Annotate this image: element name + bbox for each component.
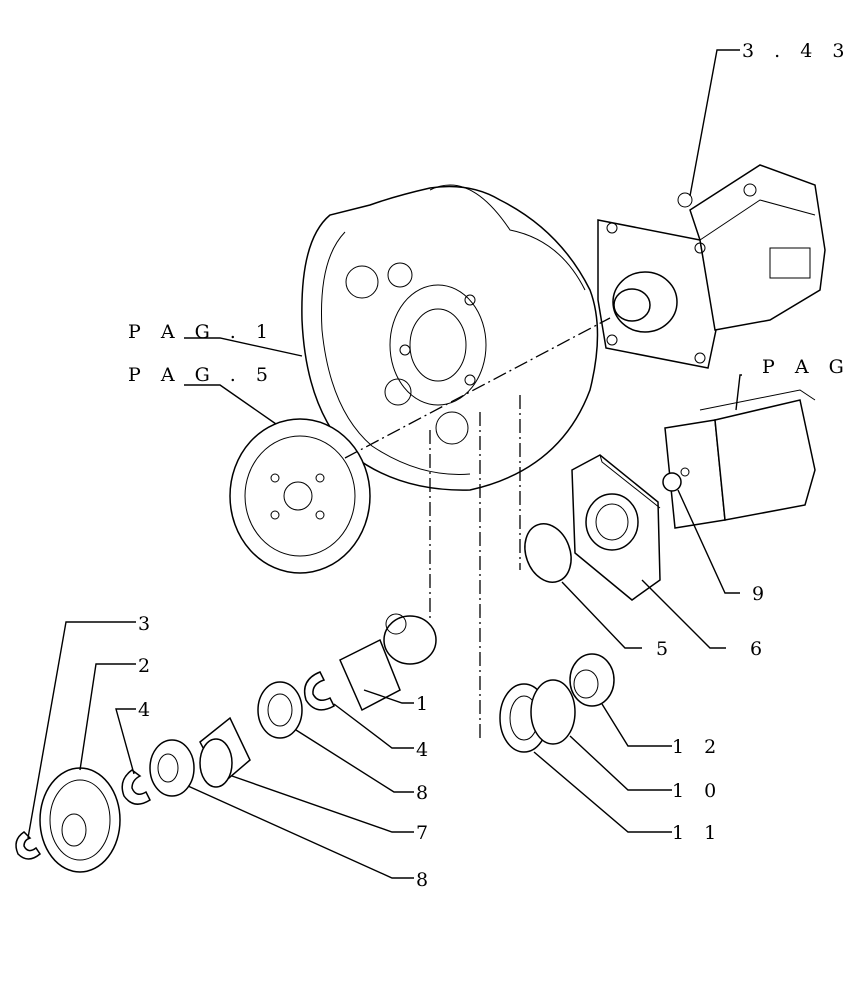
small-gear: [39, 767, 121, 873]
label-part-7: 7: [416, 822, 435, 844]
label-part-11: 1 1: [672, 822, 723, 844]
label-part-4-upper: 4: [416, 739, 435, 761]
label-part-6: 6: [750, 638, 769, 660]
label-part-4-lower: 4: [138, 699, 157, 721]
circlip: [15, 831, 41, 860]
gear-pump-right: [662, 389, 816, 529]
splined-shaft: [339, 613, 437, 712]
large-gear: [229, 418, 371, 574]
label-pag-1: P A G . 1: [128, 321, 275, 343]
hydraulic-pump-top: [597, 164, 826, 369]
washer: [530, 679, 576, 745]
label-part-8-upper: 8: [416, 782, 435, 804]
center-lines: [344, 317, 611, 742]
bush: [569, 653, 615, 707]
spacer: [199, 716, 251, 788]
leader-lines: [27, 49, 742, 879]
label-ref-3435: 3 . 4 3 5: [742, 40, 852, 62]
label-pag-right: P A G .: [762, 356, 852, 378]
label-part-2: 2: [138, 655, 157, 677]
label-part-5: 5: [656, 638, 675, 660]
snap-ring-lower: [121, 769, 151, 805]
label-part-10: 1 0: [672, 780, 723, 802]
label-part-12: 1 2: [672, 736, 723, 758]
label-part-9: 9: [752, 583, 771, 605]
snap-ring-upper: [303, 671, 335, 711]
adapter-plate: [571, 454, 661, 601]
transmission-housing: [301, 184, 599, 491]
label-part-3: 3: [138, 613, 157, 635]
label-part-8-lower: 8: [416, 869, 435, 891]
bearing-upper: [257, 681, 303, 739]
label-part-1: 1: [416, 693, 435, 715]
o-ring: [524, 523, 572, 583]
label-pag-5: P A G . 5: [128, 364, 275, 386]
bearing-lower: [149, 739, 195, 797]
